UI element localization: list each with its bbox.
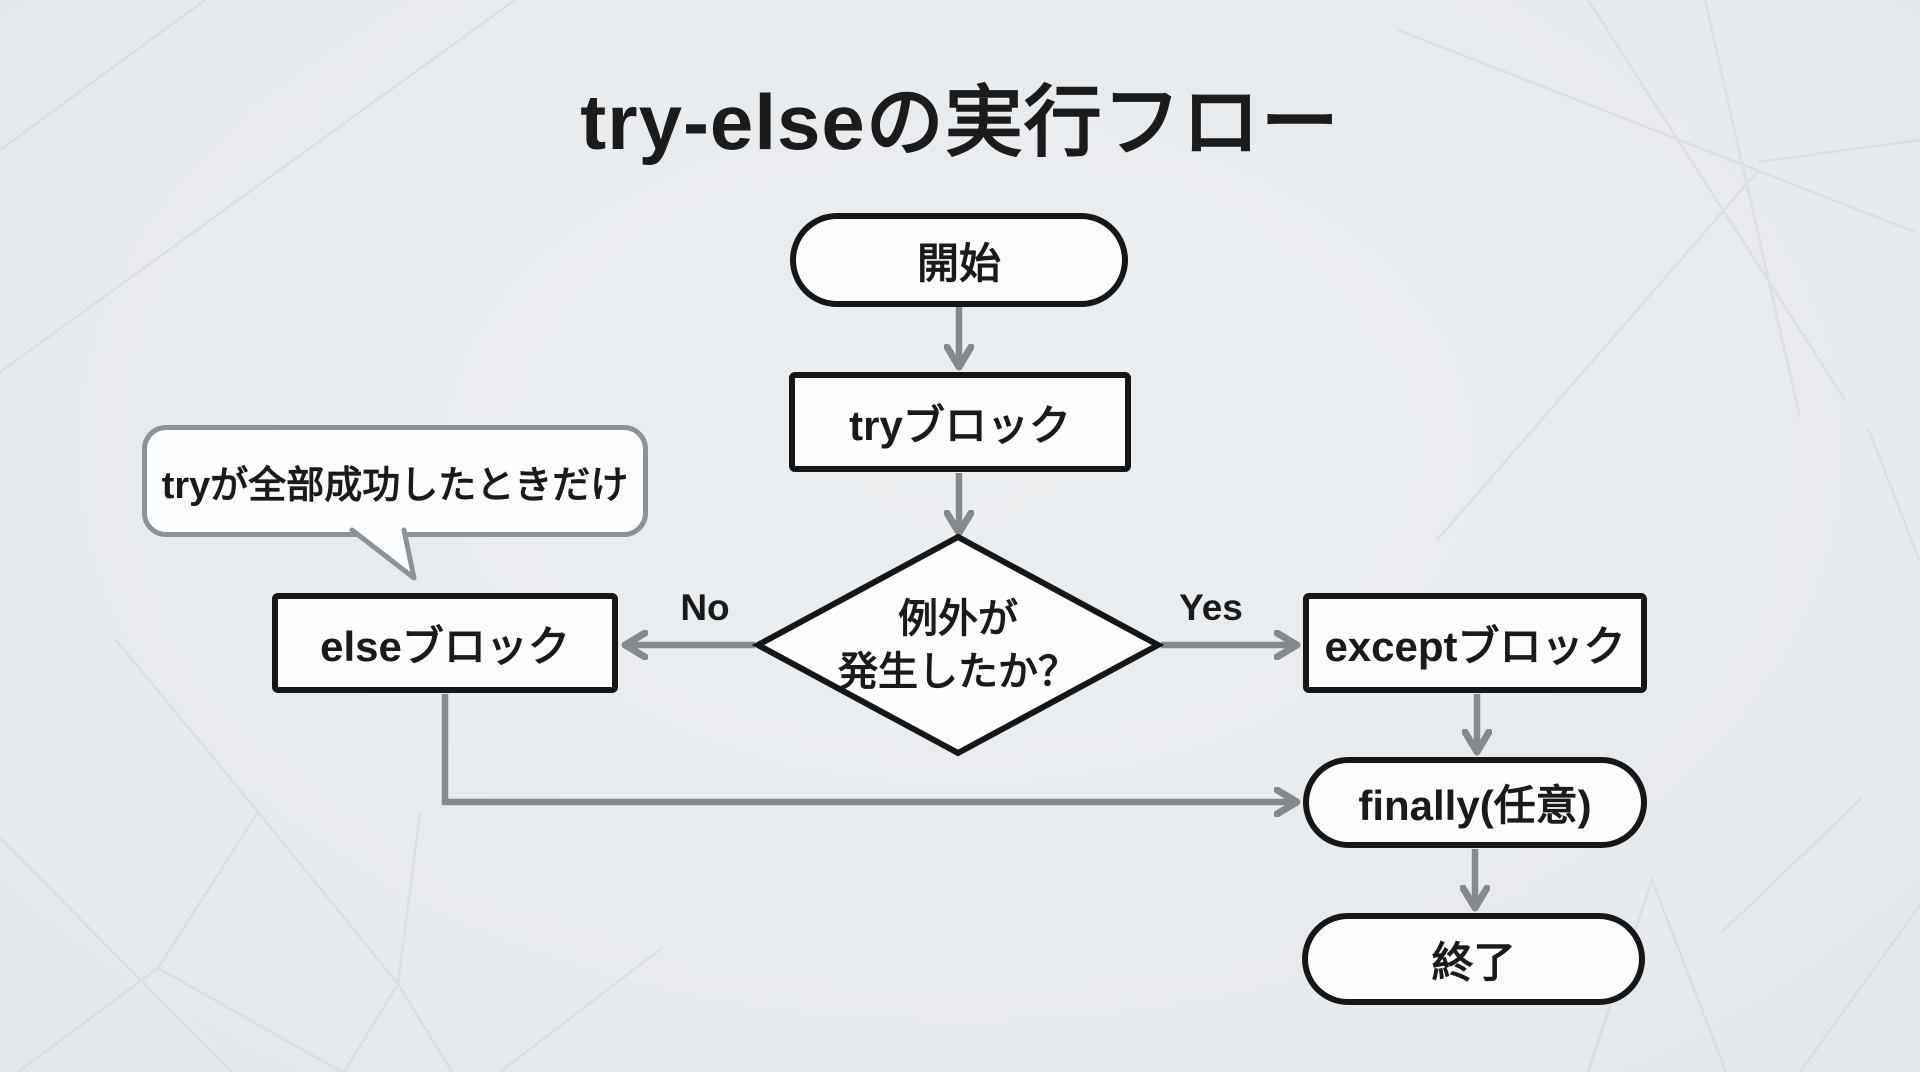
decision-label-line1: 例外が <box>898 596 1018 641</box>
bg-line <box>499 947 663 1072</box>
bg-line <box>0 0 206 152</box>
except-block-node: exceptブロック <box>1303 593 1647 693</box>
no-branch-label: No <box>650 584 760 632</box>
bg-line <box>396 811 422 985</box>
bg-line <box>1866 427 1920 563</box>
callout-tail <box>349 527 417 581</box>
bg-line <box>1757 138 1920 164</box>
bg-line <box>157 966 343 1072</box>
no-label-text: No <box>680 587 730 628</box>
start-node: 開始 <box>790 213 1128 307</box>
finally-node: finally(任意) <box>1303 757 1647 848</box>
bg-line <box>17 639 260 1072</box>
bg-line <box>1721 797 1863 933</box>
yes-branch-label: Yes <box>1156 584 1266 632</box>
decision-node: 例外が 発生したか？ <box>758 538 1158 753</box>
try-block-label: tryブロック <box>849 401 1071 449</box>
end-node-label: 終了 <box>1431 938 1516 986</box>
callout-bubble: tryが全部成功したときだけ <box>142 425 648 537</box>
bg-line <box>0 0 516 374</box>
yes-label-text: Yes <box>1179 587 1243 628</box>
callout-text: tryが全部成功したときだけ <box>161 464 629 507</box>
end-node: 終了 <box>1302 913 1645 1005</box>
decision-diamond-shape <box>751 533 1165 757</box>
decision-label-line2: 発生したか？ <box>838 649 1078 694</box>
except-block-label: exceptブロック <box>1324 622 1626 670</box>
diagram-title: try-elseの実行フロー <box>580 78 1340 166</box>
arrow-else-to-finally <box>441 694 1296 802</box>
bg-line <box>1586 0 1847 401</box>
else-block-node: elseブロック <box>272 593 618 693</box>
start-node-label: 開始 <box>916 239 1001 287</box>
finally-label: finally(任意) <box>1358 782 1592 829</box>
try-block-node: tryブロック <box>789 372 1131 472</box>
bg-line <box>0 837 233 1072</box>
bg-line <box>1586 876 1728 1072</box>
bg-line <box>1397 28 1916 234</box>
bg-line <box>257 811 399 985</box>
else-block-label: elseブロック <box>320 622 570 670</box>
bg-line <box>1703 0 1802 419</box>
callout-tail-shape <box>349 527 417 581</box>
bg-line <box>1798 904 1920 1072</box>
bg-line <box>1436 171 1758 541</box>
